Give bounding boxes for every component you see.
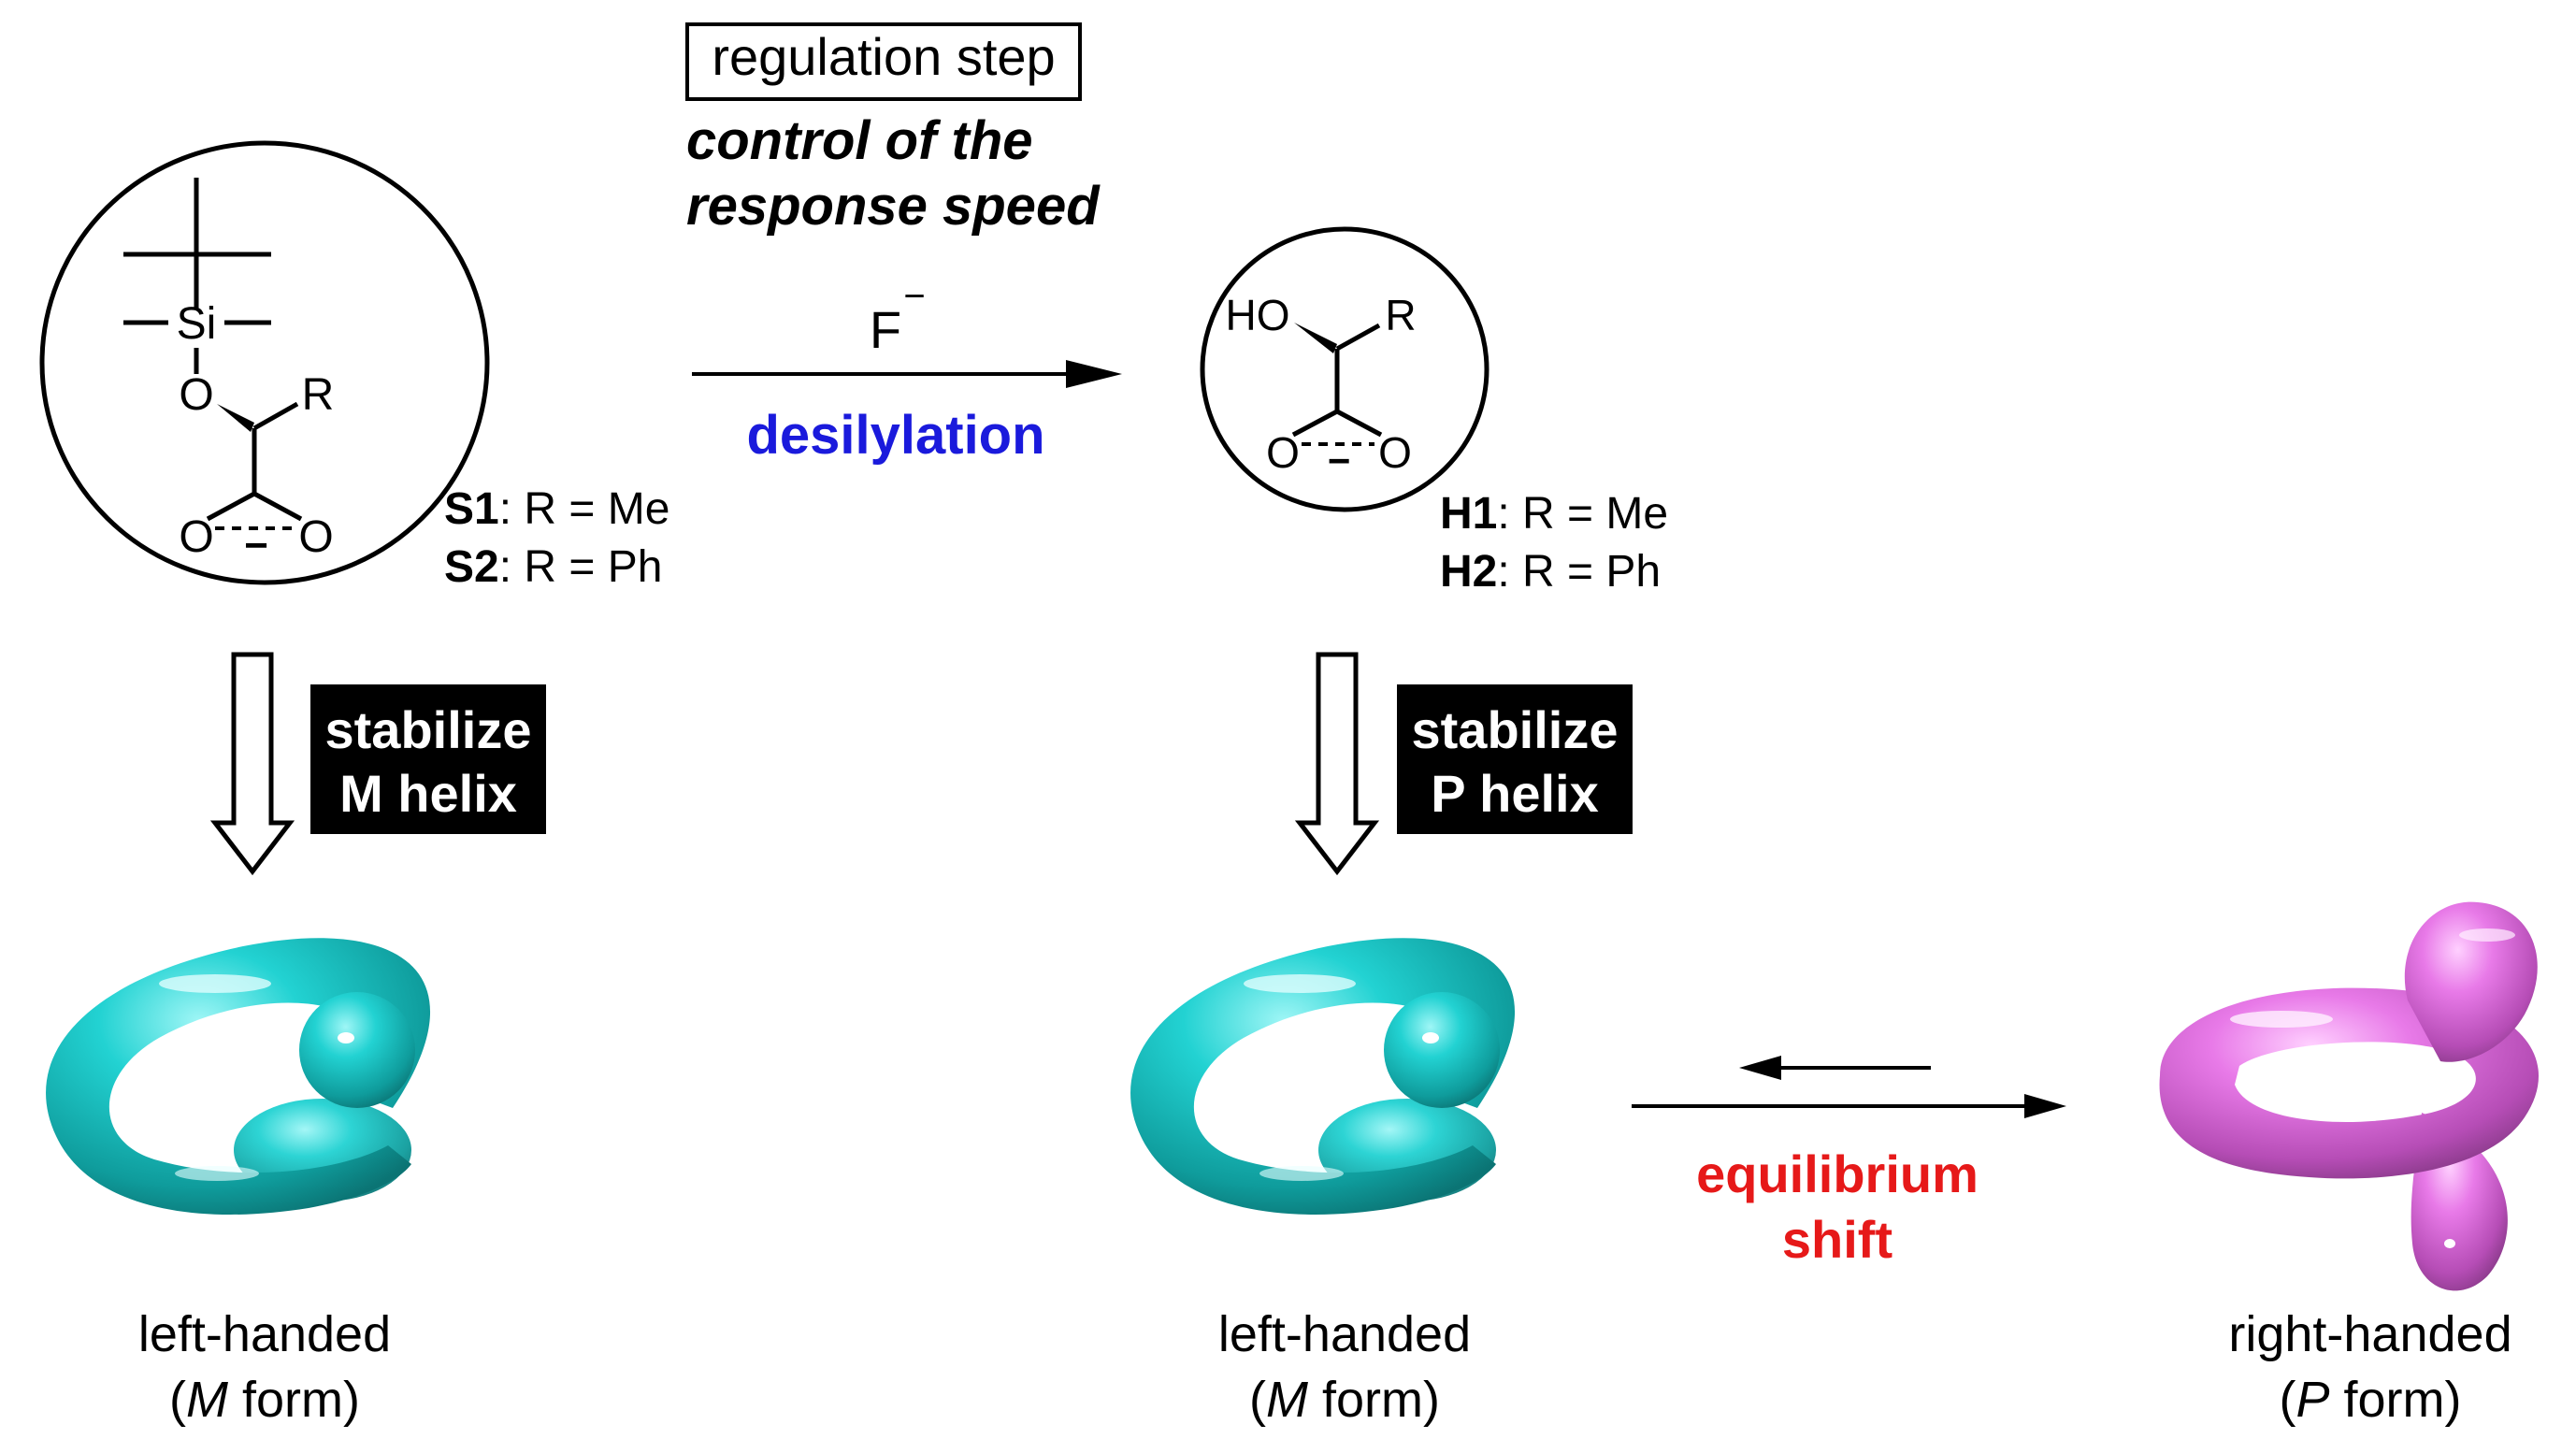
left-carboxylate-o2: O — [298, 512, 333, 562]
reaction-arrow-head — [1066, 360, 1122, 388]
caption-middle-line1: left-handed — [1218, 1306, 1471, 1362]
label-s1: S1: R = Me — [444, 484, 669, 534]
right-molecule-circle — [1200, 226, 1489, 512]
right-helix-p — [2159, 901, 2539, 1291]
left-oxygen: O — [179, 370, 213, 420]
right-hydroxyl: HO — [1226, 291, 1290, 339]
left-helix-m — [46, 938, 431, 1216]
left-carboxylate-charge: − — [244, 523, 268, 568]
left-carboxylate-o1: O — [179, 512, 213, 562]
caption-left-line2: (M form) — [169, 1372, 360, 1428]
reagent-fluoride: F — [870, 300, 901, 359]
badge-m-line2: M helix — [339, 764, 517, 823]
badge-p-line1: stabilize — [1412, 700, 1619, 759]
badge-p-line2: P helix — [1431, 764, 1599, 823]
reagent-charge: − — [903, 276, 925, 317]
caption-middle-line2: (M form) — [1249, 1372, 1440, 1428]
badge-stabilize-p — [1397, 684, 1633, 834]
left-r-group: R — [302, 370, 335, 420]
right-carboxylate-o1: O — [1266, 428, 1300, 477]
caption-right-line2: (P form) — [2279, 1372, 2461, 1428]
right-molecule: HO R O O − — [1200, 226, 1489, 512]
label-s2: S2: R = Ph — [444, 542, 662, 592]
label-h2: H2: R = Ph — [1440, 547, 1661, 597]
left-molecule: Si O R O O − — [39, 140, 490, 585]
left-molecule-circle — [39, 140, 490, 585]
middle-helix-m — [1130, 938, 1516, 1216]
right-r-group: R — [1385, 291, 1416, 339]
equilibrium-label-line1: equilibrium — [1696, 1144, 1979, 1203]
right-carboxylate-o2: O — [1378, 428, 1412, 477]
regulation-box — [685, 22, 1082, 101]
left-down-arrow — [209, 652, 295, 876]
silicon-atom: Si — [177, 299, 217, 349]
regulation-label: regulation step — [712, 27, 1055, 86]
right-down-arrow — [1294, 652, 1380, 876]
control-text-line2: response speed — [686, 176, 1101, 237]
caption-left-line1: left-handed — [138, 1306, 391, 1362]
badge-stabilize-m — [310, 684, 546, 834]
right-carboxylate-charge: − — [1328, 439, 1351, 482]
badge-m-line1: stabilize — [325, 700, 532, 759]
caption-right-line1: right-handed — [2228, 1306, 2511, 1362]
control-text-line1: control of the — [686, 110, 1033, 171]
equilibrium-label-line2: shift — [1782, 1210, 1892, 1269]
desilylation-label: desilylation — [746, 405, 1044, 466]
label-h1: H1: R = Me — [1440, 489, 1668, 539]
